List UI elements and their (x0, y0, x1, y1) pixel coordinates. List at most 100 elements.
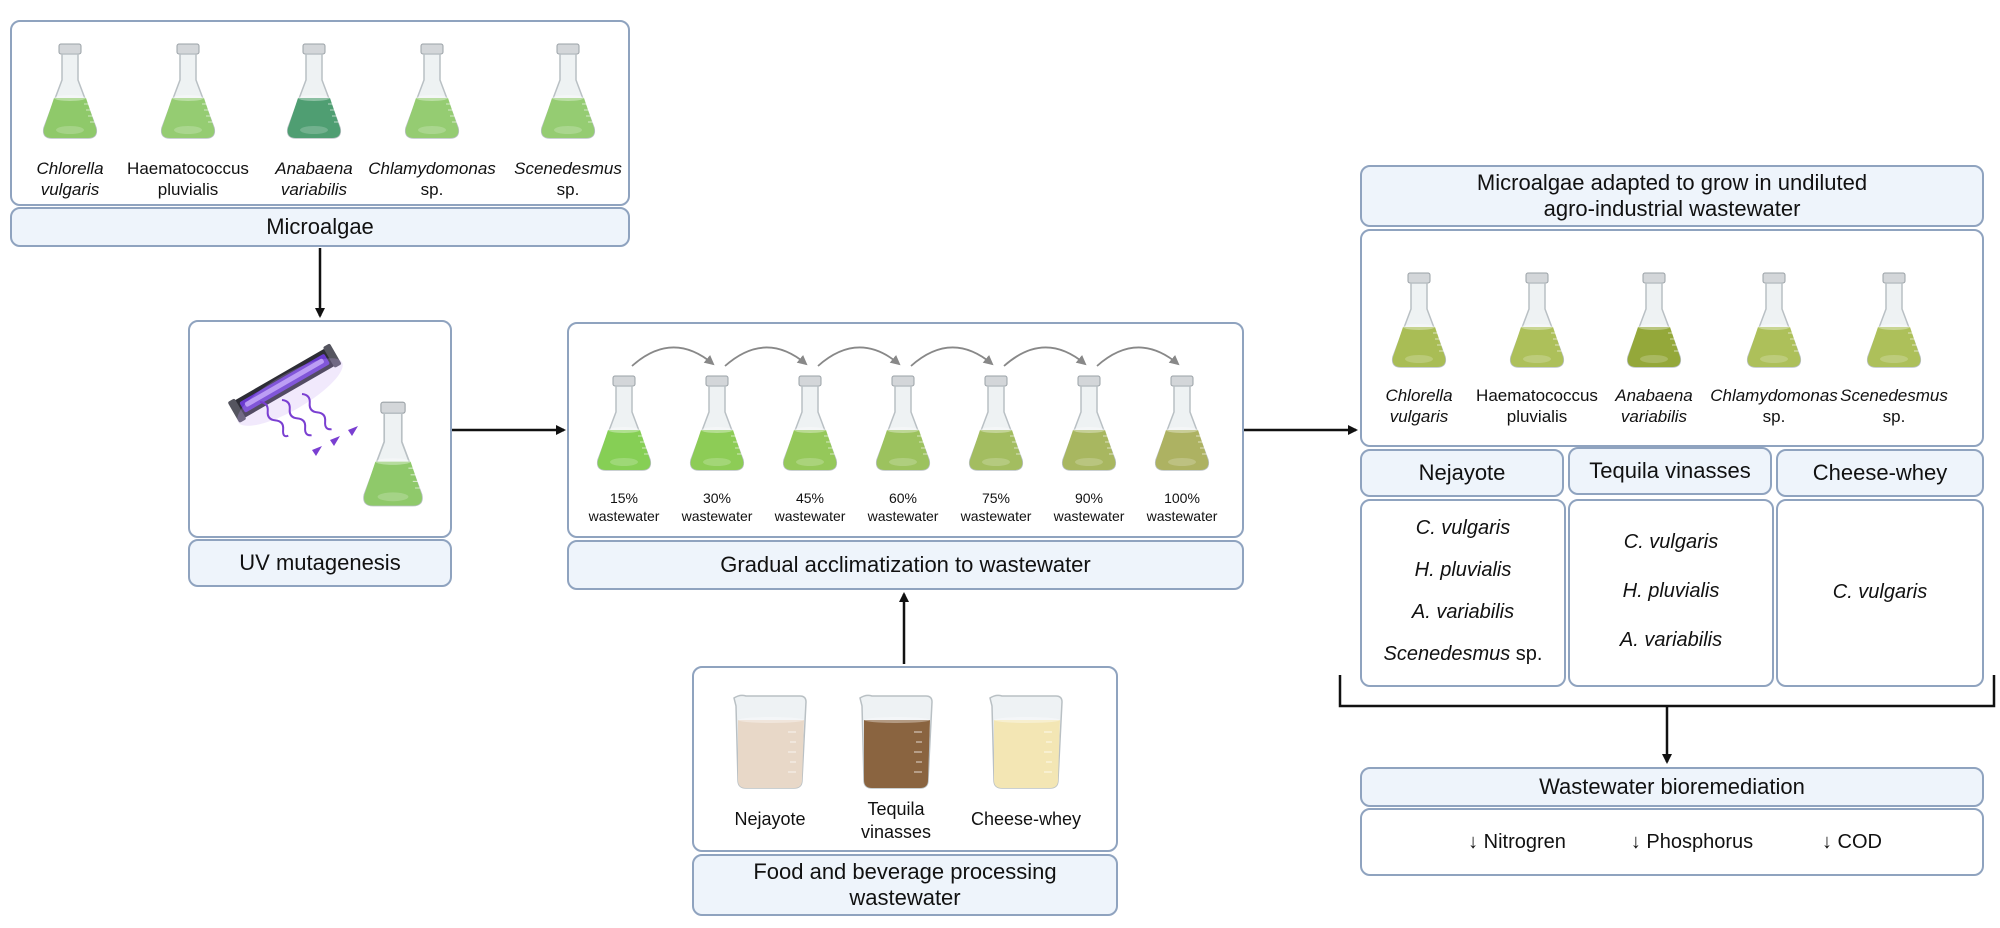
beaker-label-line1: Cheese-whey (970, 809, 1082, 829)
adapted-flask-icon (1624, 271, 1684, 376)
beaker-label-line1: Nejayote (734, 809, 806, 829)
adapted-species-name-line1: Haematococcus (1476, 386, 1598, 405)
adapted-label-line2: agro-industrial wastewater (1543, 196, 1801, 221)
microalgae-species-label-1: Haematococcus pluvialis (118, 158, 258, 201)
acclimatization-step-label: 90%wastewater (1044, 490, 1134, 525)
microalgae-species-name-line2: vulgaris (40, 180, 100, 200)
strain-name: H. pluvialis (1414, 559, 1512, 581)
acclimatization-flask-icon (1152, 374, 1212, 479)
acclimatization-label: Gradual acclimatization to wastewater (567, 540, 1244, 590)
acclimatization-step-pct: 60% (888, 490, 918, 506)
adapted-flask-icon (1864, 271, 1924, 376)
adapted-species-label-2: Anabaena variabilis (1584, 385, 1724, 428)
acclimatization-step-pct: 100% (1164, 490, 1200, 506)
acclimatization-step-word: wastewater (960, 507, 1032, 524)
acclimatization-flask-icon (780, 374, 840, 479)
acclimatization-step-label: 60%wastewater (858, 490, 948, 525)
bioremediation-panel: ↓ Nitrogren ↓ Phosphorus ↓ COD (1360, 808, 1984, 876)
strain-name: A. variabilis (1411, 601, 1515, 623)
strain-entry: C. vulgaris (1362, 517, 1564, 540)
acclimatization-step-pct: 15% (609, 490, 639, 506)
uv-lamp-illustration (228, 344, 358, 456)
acclimatization-step-word: wastewater (1053, 507, 1125, 524)
strain-entry: C. vulgaris (1570, 531, 1772, 554)
uv-panel (188, 320, 452, 538)
acclimatization-step-label: 45%wastewater (765, 490, 855, 525)
microalgae-label-text: Microalgae (266, 213, 374, 239)
acclimatization-flask-icon (1059, 374, 1119, 479)
strain-name: C. vulgaris (1832, 581, 1928, 603)
beaker-label: Cheese-whey (956, 808, 1096, 831)
microalgae-species-name-line1: Anabaena (275, 159, 353, 178)
acclimatization-flask-icon (687, 374, 747, 479)
beaker-icon (856, 692, 936, 797)
microalgae-species-name-line2: pluvialis (157, 180, 219, 200)
bioremediation-item-cod: ↓ COD (1822, 831, 1882, 853)
acclimatization-flask-icon (873, 374, 933, 479)
wastewater-label-line1: Food and beverage processing (753, 858, 1057, 884)
beaker-label-line1: Tequila (867, 799, 925, 819)
strain-suffix: sp. (1510, 643, 1543, 665)
acclimatization-step-label: 15%wastewater (579, 490, 669, 525)
table-header-cheese: Cheese-whey (1776, 449, 1984, 497)
microalgae-species-name-line1: Chlamydomonas (368, 159, 496, 178)
uv-label-text: UV mutagenesis (239, 549, 401, 575)
bioremediation-label-text: Wastewater bioremediation (1539, 773, 1805, 799)
strain-name: C. vulgaris (1623, 531, 1719, 553)
microalgae-flask-icon (158, 42, 218, 147)
adapted-species-name-line1: Anabaena (1615, 386, 1693, 405)
adapted-species-name-line2: variabilis (1620, 407, 1688, 427)
acclimatization-flask-icon (594, 374, 654, 479)
strain-entry: Scenedesmus sp. (1362, 643, 1564, 666)
acclimatization-label-text: Gradual acclimatization to wastewater (720, 551, 1091, 577)
microalgae-species-name-line2: sp. (420, 180, 444, 200)
table-cell-cheese: C. vulgaris (1776, 499, 1984, 687)
adapted-species-label-4: Scenedesmus sp. (1824, 385, 1964, 428)
microalgae-flask-icon (284, 42, 344, 147)
microalgae-species-label-3: Chlamydomonas sp. (362, 158, 502, 201)
adapted-species-name-line1: Scenedesmus (1840, 386, 1948, 405)
beaker-icon (986, 692, 1066, 797)
acclimatization-flask-icon (966, 374, 1026, 479)
microalgae-species-name-line1: Haematococcus (127, 159, 249, 178)
acclimatization-step-label: 30%wastewater (672, 490, 762, 525)
acclimatization-step-label: 75%wastewater (951, 490, 1041, 525)
adapted-species-name-line2: vulgaris (1389, 407, 1449, 427)
acclimatization-step-word: wastewater (588, 507, 660, 524)
adapted-species-name-line2: sp. (1882, 407, 1906, 427)
acclimatization-step-pct: 45% (795, 490, 825, 506)
strain-name: C. vulgaris (1415, 517, 1511, 539)
uv-label: UV mutagenesis (188, 539, 452, 587)
acclimatization-step-pct: 75% (981, 490, 1011, 506)
microalgae-flask-icon (538, 42, 598, 147)
table-header-cheese-text: Cheese-whey (1812, 459, 1948, 485)
adapted-flask-icon (1744, 271, 1804, 376)
strain-name: H. pluvialis (1622, 580, 1720, 602)
table-header-tequila-text: Tequila vinasses (1589, 457, 1751, 483)
table-header-tequila: Tequila vinasses (1568, 447, 1772, 495)
microalgae-species-name-line1: Chlorella (36, 159, 104, 178)
uv-flask-icon (360, 400, 426, 515)
beaker-icon (730, 692, 810, 797)
acclimatization-step-word: wastewater (867, 507, 939, 524)
bioremediation-item-nitrogen: ↓ Nitrogren (1468, 831, 1566, 853)
microalgae-species-name-line2: sp. (556, 180, 580, 200)
microalgae-species-name-line1: Scenedesmus (514, 159, 622, 178)
strain-entry: H. pluvialis (1362, 559, 1564, 582)
bioremediation-label: Wastewater bioremediation (1360, 767, 1984, 807)
acclimatization-step-word: wastewater (681, 507, 753, 524)
adapted-species-name-line1: Chlamydomonas (1710, 386, 1838, 405)
uv-lamp-icon (228, 344, 341, 423)
microalgae-panel: Chlorella vulgaris Haematococcus pluvialis A… (10, 20, 630, 206)
strain-entry: C. vulgaris (1778, 581, 1982, 604)
microalgae-species-label-0: Chlorella vulgaris (0, 158, 140, 201)
